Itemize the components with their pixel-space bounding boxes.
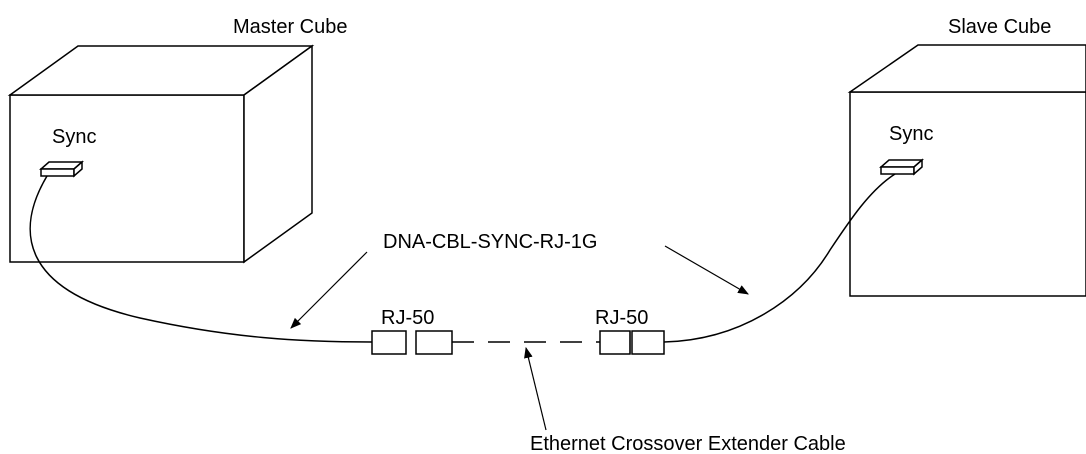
right-rj50-jack bbox=[599, 330, 631, 355]
slave-sync-port-icon bbox=[879, 158, 924, 176]
left-connector-label: RJ-50 bbox=[381, 307, 434, 329]
extender-label-arrow bbox=[524, 346, 547, 431]
master-sync-label: Sync bbox=[52, 126, 96, 148]
slave-cube-top-face bbox=[847, 44, 1086, 93]
master-cube-side-face bbox=[243, 44, 313, 264]
extender-cable-label: Ethernet Crossover Extender Cable bbox=[530, 433, 846, 454]
master-sync-cable bbox=[29, 175, 373, 343]
right-rj50-plug bbox=[631, 330, 665, 355]
slave-sync-label: Sync bbox=[889, 123, 933, 145]
master-sync-port-icon bbox=[39, 160, 84, 178]
cable-part-number-label: DNA-CBL-SYNC-RJ-1G bbox=[383, 231, 597, 253]
cable-label-arrow-right bbox=[664, 245, 749, 295]
slave-cube: Slave Cube Sync bbox=[847, 16, 1086, 297]
left-rj50-jack bbox=[415, 330, 453, 355]
left-rj50-connectors bbox=[371, 330, 453, 355]
right-connector-label: RJ-50 bbox=[595, 307, 648, 329]
slave-sync-cable bbox=[663, 173, 896, 343]
right-rj50-connectors bbox=[599, 330, 665, 355]
master-cube-title: Master Cube bbox=[233, 16, 348, 38]
master-cube: Master Cube Sync bbox=[7, 16, 348, 264]
left-rj50-plug bbox=[371, 330, 407, 355]
cable-label-arrow-left bbox=[290, 251, 368, 329]
slave-cube-title: Slave Cube bbox=[948, 16, 1051, 38]
slave-cube-front-face bbox=[849, 91, 1086, 297]
